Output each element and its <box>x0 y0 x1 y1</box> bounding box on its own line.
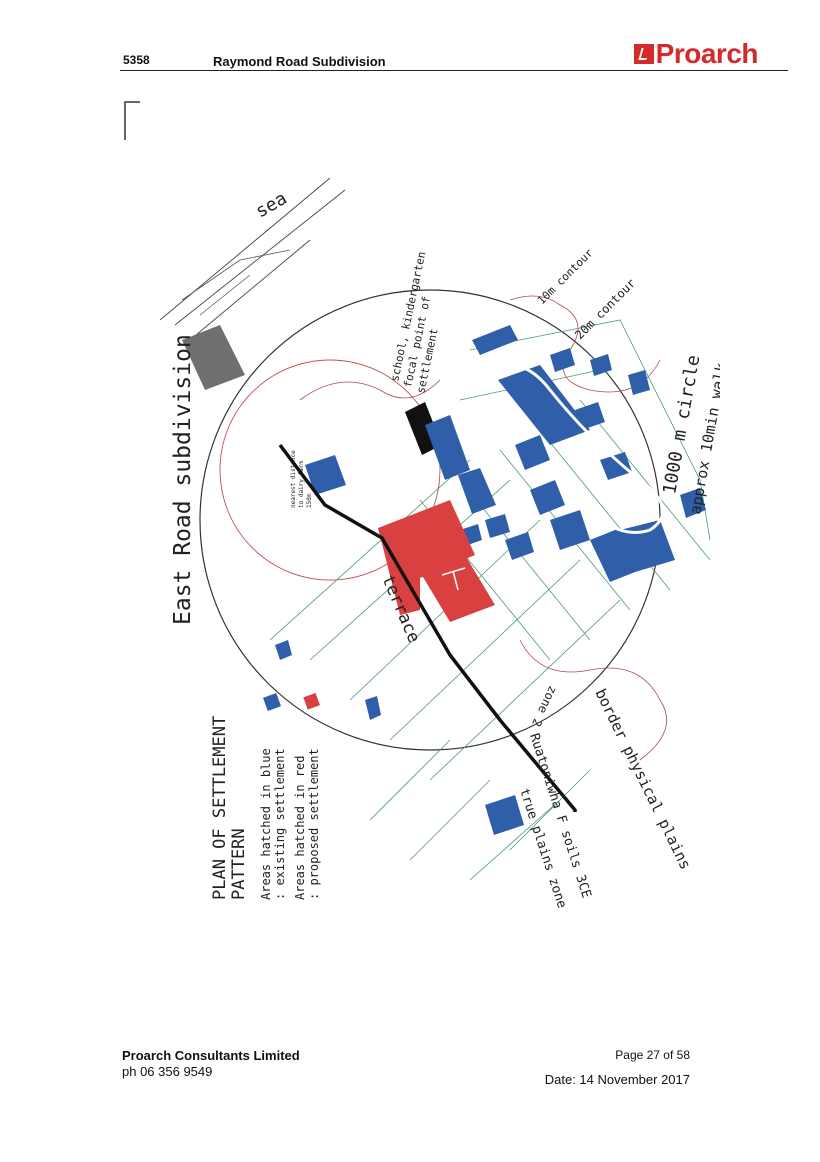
existing-settlement-blocks <box>275 325 706 835</box>
logo-wordmark: Proarch <box>655 38 759 69</box>
legend-blue-1: Areas hatched in blue <box>259 748 273 900</box>
terrace-line <box>278 443 577 812</box>
legend: PLAN OF SETTLEMENT PATTERN Areas hatched… <box>210 692 321 901</box>
proarch-logo: Proarch <box>633 38 759 69</box>
legend-blue-swatch <box>263 693 281 711</box>
doc-title: Raymond Road Subdivision <box>213 54 386 69</box>
doc-number: 5358 <box>123 53 150 67</box>
label-contour10: 10m contour <box>535 246 596 307</box>
legend-red-swatch <box>303 692 320 710</box>
label-dist3: 150m <box>306 493 313 508</box>
company-phone: ph 06 356 9549 <box>122 1064 213 1079</box>
settlement-plan-map: sea East Road subdivision school, kinder… <box>120 100 731 920</box>
map-drawing: sea East Road subdivision school, kinder… <box>124 101 731 910</box>
dairy-distance-circle <box>219 359 441 581</box>
label-contour20: 20m contour <box>572 276 638 342</box>
footer-company: Proarch Consultants Limited ph 06 356 95… <box>122 1048 300 1079</box>
label-east-road: East Road subdivision <box>170 334 196 625</box>
company-name: Proarch Consultants Limited <box>122 1048 300 1063</box>
doc-date: Date: 14 November 2017 <box>544 1072 690 1087</box>
page-header: 5358 Raymond Road Subdivision Proarch <box>120 40 788 71</box>
legend-title-1: PLAN OF SETTLEMENT <box>210 716 230 900</box>
legend-title-2: PATTERN <box>229 828 249 900</box>
footer-page-info: Page 27 of 58 Date: 14 November 2017 <box>545 1048 690 1087</box>
legend-red-2: : proposed settlement <box>307 748 321 900</box>
logo-mark-icon <box>633 44 654 64</box>
label-zone2: zone 2 <box>529 684 560 729</box>
coastline <box>159 177 346 341</box>
frame-corner <box>124 101 140 140</box>
label-dist2: to dairy farm <box>298 461 305 508</box>
road-lines <box>181 249 291 316</box>
label-border: border physical plains <box>591 686 694 872</box>
settlement-road <box>474 361 665 534</box>
grey-building <box>182 325 245 390</box>
page-number: Page 27 of 58 <box>615 1048 690 1062</box>
proposed-road-mark <box>441 567 466 591</box>
legend-blue-2: : existing settlement <box>273 748 287 900</box>
legend-red-1: Areas hatched in red <box>293 756 307 901</box>
label-dist1: nearest distance <box>290 450 297 508</box>
label-sea: sea <box>252 188 291 222</box>
